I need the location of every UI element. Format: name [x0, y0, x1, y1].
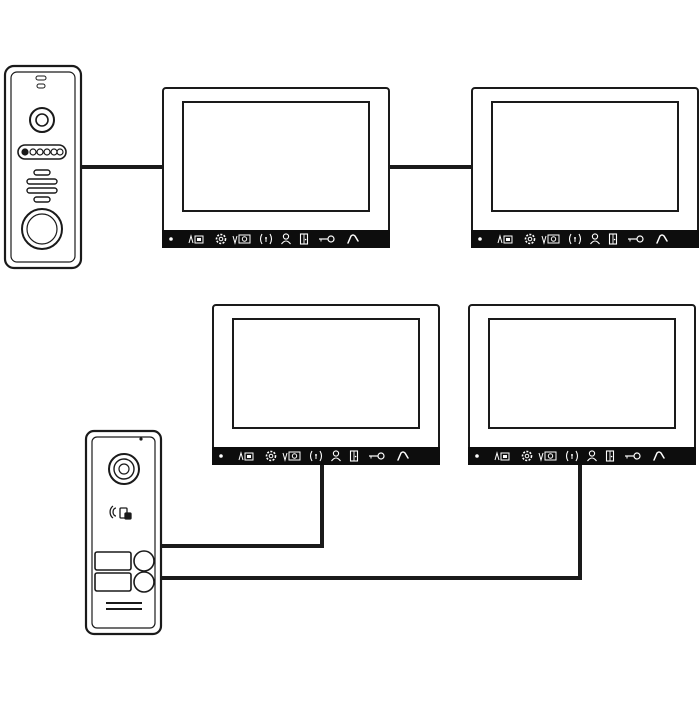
- snapshot-camera-icon: [282, 451, 301, 462]
- door-icon: [349, 450, 359, 462]
- monitor-1: [162, 87, 390, 248]
- unlock-key-icon: [625, 452, 641, 460]
- power-led-icon: [478, 237, 482, 241]
- intercom-icon: [568, 233, 582, 245]
- door-station-top-ir-led-strip: [17, 144, 67, 160]
- door-station-top-call-button: [21, 208, 63, 250]
- power-led-icon: [169, 237, 173, 241]
- snapshot-camera-icon: [232, 234, 251, 245]
- monitor-screen: [488, 318, 676, 429]
- user-icon: [331, 450, 341, 462]
- wire-door-station-2-to-monitor-4: [160, 464, 582, 580]
- settings-gear-icon: [521, 450, 533, 462]
- wire-door-station-2-to-monitor-3: [160, 464, 324, 548]
- door-station-bottom-led-icon: [139, 437, 143, 441]
- door-station-top-camera-icon: [29, 107, 55, 133]
- settings-gear-icon: [215, 233, 227, 245]
- user-icon: [587, 450, 597, 462]
- door-icon: [299, 233, 309, 245]
- door-station-top-faceplate: [10, 71, 76, 263]
- intercom-icon: [565, 450, 579, 462]
- intercom-icon: [309, 450, 323, 462]
- door-station-bottom-camera-icon: [108, 453, 140, 485]
- monitor-4: [468, 304, 696, 465]
- unlock-key-icon: [319, 235, 335, 243]
- door-station-top-body: [3, 64, 83, 270]
- monitor-control-bar: [212, 447, 440, 465]
- handset-icon: [656, 234, 668, 244]
- monitor-control-bar: [468, 447, 696, 465]
- monitor-view-icon: [238, 451, 254, 461]
- power-led-icon: [475, 454, 479, 458]
- handset-icon: [397, 451, 409, 461]
- door-station-bottom-rfid-icon: [109, 505, 132, 520]
- door-station-top-led-icon: [35, 75, 47, 89]
- door-station-bottom-call-button-1: [94, 550, 155, 572]
- door-station-bottom-speaker-icon: [106, 602, 142, 610]
- monitor-control-bar: [162, 230, 390, 248]
- door-icon: [605, 450, 615, 462]
- monitor-screen: [491, 101, 679, 212]
- handset-icon: [347, 234, 359, 244]
- monitor-screen: [182, 101, 370, 212]
- intercom-icon: [259, 233, 273, 245]
- user-icon: [281, 233, 291, 245]
- handset-icon: [653, 451, 665, 461]
- door-station-bottom-call-button-2: [94, 571, 155, 593]
- snapshot-camera-icon: [541, 234, 560, 245]
- monitor-view-icon: [188, 234, 204, 244]
- unlock-key-icon: [628, 235, 644, 243]
- monitors: [162, 87, 699, 465]
- door-station-top: [3, 64, 83, 270]
- wiring: [80, 165, 582, 580]
- door-station-top-speaker-icon: [26, 169, 58, 203]
- settings-gear-icon: [524, 233, 536, 245]
- monitor-control-bar: [471, 230, 699, 248]
- settings-gear-icon: [265, 450, 277, 462]
- door-station-bottom-faceplate: [91, 436, 156, 629]
- monitor-3: [212, 304, 440, 465]
- unlock-key-icon: [369, 452, 385, 460]
- snapshot-camera-icon: [538, 451, 557, 462]
- monitor-view-icon: [494, 451, 510, 461]
- power-led-icon: [219, 454, 223, 458]
- monitor-2: [471, 87, 699, 248]
- door-station-bottom: [84, 429, 163, 636]
- monitor-screen: [232, 318, 420, 429]
- door-icon: [608, 233, 618, 245]
- monitor-view-icon: [497, 234, 513, 244]
- user-icon: [590, 233, 600, 245]
